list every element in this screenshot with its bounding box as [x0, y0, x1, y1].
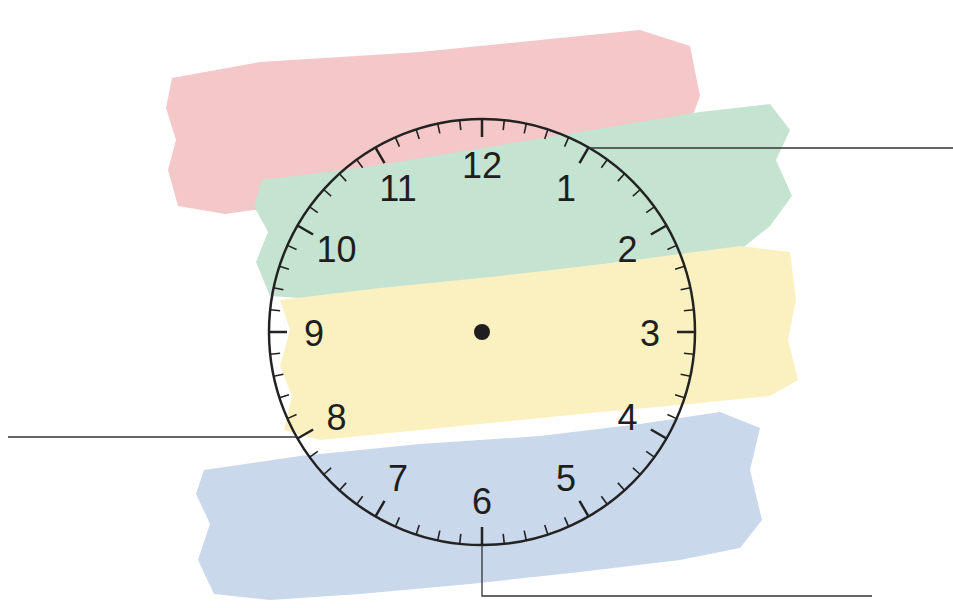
minute-tick	[274, 374, 284, 376]
minute-tick	[646, 207, 654, 213]
minute-tick	[667, 245, 676, 249]
hour-tick	[298, 226, 314, 235]
minute-tick	[675, 266, 685, 269]
minute-tick	[524, 531, 526, 541]
hour-tick	[580, 501, 589, 517]
minute-tick	[545, 525, 548, 535]
minute-tick	[324, 468, 331, 475]
minute-tick	[565, 137, 569, 146]
hour-tick	[481, 527, 484, 545]
hour-tick	[677, 331, 695, 334]
brush-strokes	[166, 30, 798, 600]
minute-tick	[460, 120, 461, 130]
hour-tick	[651, 226, 667, 235]
hour-tick	[481, 119, 484, 137]
clock-number: 9	[304, 316, 324, 352]
minute-tick	[279, 395, 289, 398]
clock-number: 6	[472, 484, 492, 520]
minute-tick	[503, 534, 504, 544]
minute-tick	[395, 517, 399, 526]
minute-tick	[287, 245, 296, 249]
minute-tick	[310, 207, 318, 213]
minute-tick	[667, 415, 676, 419]
minute-tick	[270, 353, 280, 354]
hour-tick	[580, 148, 589, 164]
minute-tick	[565, 517, 569, 526]
hour-tick	[376, 148, 385, 164]
clock-number: 12	[462, 148, 502, 184]
yellow-stroke	[280, 246, 798, 440]
minute-tick	[681, 288, 691, 290]
hour-tick	[376, 501, 385, 517]
leader-line	[589, 147, 953, 148]
leader-lines	[8, 148, 953, 596]
minute-tick	[357, 496, 363, 504]
minute-tick	[503, 120, 504, 130]
clock-face	[269, 119, 695, 545]
minute-tick	[633, 189, 640, 196]
minute-tick	[460, 534, 461, 544]
minute-tick	[684, 310, 694, 311]
minute-tick	[601, 160, 607, 168]
minute-tick	[339, 174, 346, 181]
clock-number: 8	[326, 400, 346, 436]
clock-number: 11	[379, 171, 416, 207]
minute-tick	[339, 483, 346, 490]
minute-tick	[681, 374, 691, 376]
minute-tick	[287, 415, 296, 419]
clock-number: 2	[617, 232, 637, 268]
minute-tick	[416, 129, 419, 139]
minute-tick	[438, 531, 440, 541]
clock-number: 5	[556, 461, 576, 497]
center-dot	[474, 324, 490, 340]
minute-tick	[274, 288, 284, 290]
clock-number: 10	[316, 232, 356, 268]
minute-tick	[618, 483, 625, 490]
minute-tick	[618, 174, 625, 181]
clock-number: 7	[388, 461, 408, 497]
minute-tick	[324, 189, 331, 196]
minute-tick	[438, 124, 440, 134]
minute-tick	[357, 160, 363, 168]
minute-tick	[416, 525, 419, 535]
clock-ticks	[269, 119, 695, 545]
minute-tick	[545, 129, 548, 139]
minute-tick	[270, 310, 280, 311]
hour-tick	[298, 430, 314, 439]
hour-tick	[269, 331, 287, 334]
clock-number: 4	[617, 400, 637, 436]
leader-line	[8, 436, 297, 437]
blue-stroke	[196, 412, 762, 600]
minute-tick	[524, 124, 526, 134]
clock-rim	[269, 119, 695, 545]
leader-line	[482, 545, 872, 596]
minute-tick	[601, 496, 607, 504]
minute-tick	[633, 468, 640, 475]
minute-tick	[279, 266, 289, 269]
minute-tick	[310, 451, 318, 457]
clock-number: 1	[556, 171, 576, 207]
minute-tick	[646, 451, 654, 457]
hour-tick	[651, 430, 667, 439]
minute-tick	[675, 395, 685, 398]
minute-tick	[395, 137, 399, 146]
minute-tick	[684, 353, 694, 354]
clock-number: 3	[640, 316, 660, 352]
